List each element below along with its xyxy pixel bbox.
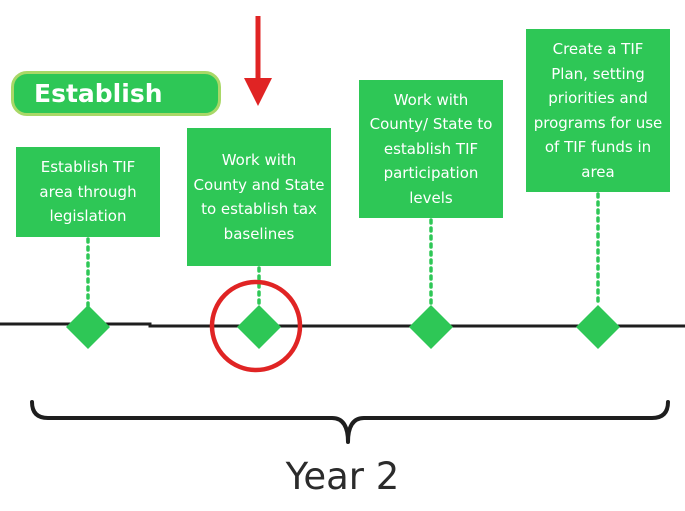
year-brace — [30, 400, 670, 444]
step-box-4: Create a TIF Plan, setting priorities an… — [526, 29, 670, 192]
period-label-text: Year 2 — [285, 455, 400, 498]
step-box-2: Work with County and State to establish … — [187, 128, 331, 266]
milestone-diamond-1 — [66, 305, 110, 349]
milestone-diamond-2 — [237, 305, 281, 349]
milestone-diamond-3 — [409, 305, 453, 349]
highlight-circle — [209, 279, 303, 373]
step-4-text: Create a TIF Plan, setting priorities an… — [533, 40, 663, 181]
step-1-text: Establish TIF area through legislation — [39, 158, 137, 226]
down-arrow-icon — [244, 78, 272, 106]
period-label: Year 2 — [0, 449, 685, 505]
step-box-3: Work with County/ State to establish TIF… — [359, 80, 503, 218]
establish-phase-label: Establish — [11, 71, 221, 116]
step-box-1: Establish TIF area through legislation — [16, 147, 160, 237]
phase-label-text: Establish — [34, 79, 163, 108]
milestone-diamond-4 — [576, 305, 620, 349]
step-3-text: Work with County/ State to establish TIF… — [369, 90, 493, 207]
step-2-text: Work with County and State to establish … — [193, 151, 325, 243]
